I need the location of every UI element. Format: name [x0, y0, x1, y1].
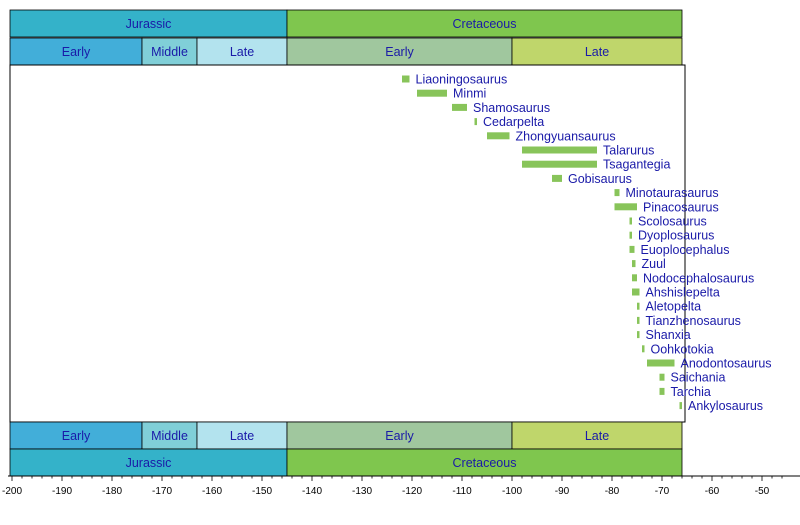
- range-bar-zhongyuansaurus: [487, 132, 510, 140]
- x-tick-label: -60: [705, 486, 720, 497]
- taxon-label-tarchia: Tarchia: [671, 385, 711, 399]
- range-bar-oohkotokia: [642, 345, 645, 353]
- epoch-top-middle-1-label: Middle: [151, 45, 188, 59]
- taxon-label-anodontosaurus: Anodontosaurus: [681, 357, 772, 371]
- range-bar-shamosaurus: [452, 103, 467, 111]
- range-bar-cedarpelta: [474, 118, 477, 126]
- x-tick-label: -170: [152, 486, 172, 497]
- epoch-bottom-early-3-label: Early: [385, 429, 414, 443]
- range-bar-tarchia: [659, 387, 665, 395]
- taxon-label-cedarpelta: Cedarpelta: [483, 115, 544, 129]
- taxon-label-liaoningosaurus: Liaoningosaurus: [416, 73, 508, 87]
- period-top-cretaceous-1-band: [286, 9, 683, 38]
- x-tick-label: -70: [655, 486, 670, 497]
- top-epoch-bands: Early Middle Late Early Late: [9, 37, 683, 66]
- period-bottom-cretaceous-1-band: [286, 448, 683, 477]
- taxon-label-ankylosaurus: Ankylosaurus: [688, 399, 763, 413]
- taxon-label-oohkotokia: Oohkotokia: [651, 342, 714, 356]
- range-bar-nodocephalosaurus: [632, 274, 637, 282]
- taxon-label-nodocephalosaurus: Nodocephalosaurus: [643, 271, 754, 285]
- x-tick-label: -180: [102, 486, 122, 497]
- x-tick-label: -150: [252, 486, 272, 497]
- taxon-label-euoplocephalus: Euoplocephalus: [641, 243, 730, 257]
- taxon-label-shamosaurus: Shamosaurus: [473, 101, 550, 115]
- range-bar-ankylosaurus: [679, 402, 682, 410]
- range-bar-minotaurasaurus: [614, 189, 620, 197]
- epoch-bottom-late-4-band: [511, 421, 683, 450]
- x-tick-label: -50: [755, 486, 770, 497]
- range-bar-tsagantegia: [522, 160, 597, 168]
- x-tick-label: -120: [402, 486, 422, 497]
- range-bar-minmi: [417, 89, 447, 97]
- x-tick-label: -100: [502, 486, 522, 497]
- x-tick-label: -200: [2, 486, 22, 497]
- taxa-bars: LiaoningosaurusMinmiShamosaurusCedarpelt…: [402, 73, 772, 413]
- epoch-top-late-2-label: Late: [230, 45, 254, 59]
- range-bar-scolosaurus: [629, 217, 632, 225]
- taxon-label-scolosaurus: Scolosaurus: [638, 215, 707, 229]
- period-top-jurassic-0-band: [9, 9, 288, 38]
- epoch-bottom-late-4-label: Late: [585, 429, 609, 443]
- top-period-bands: Jurassic Cretaceous: [9, 9, 683, 38]
- epoch-top-early-0-band: [9, 37, 143, 66]
- x-tick-label: -130: [352, 486, 372, 497]
- x-axis: -200 -190 -180 -170 -160 -150 -140 -130 -120 -110…: [2, 475, 800, 497]
- taxon-label-talarurus: Talarurus: [603, 144, 654, 158]
- period-bottom-jurassic-0-label: Jurassic: [126, 456, 172, 470]
- taxon-label-minmi: Minmi: [453, 87, 486, 101]
- range-bar-zuul: [632, 260, 636, 268]
- taxon-label-shanxia: Shanxia: [646, 328, 691, 342]
- epoch-bottom-early-0-label: Early: [62, 429, 91, 443]
- bottom-period-bands: Jurassic Cretaceous: [9, 448, 683, 477]
- x-tick-label: -90: [555, 486, 570, 497]
- range-bar-dyoplosaurus: [629, 231, 632, 239]
- epoch-bottom-middle-1-label: Middle: [151, 429, 188, 443]
- x-tick-label: -140: [302, 486, 322, 497]
- epoch-bottom-early-0-band: [9, 421, 143, 450]
- x-tick-label: -80: [605, 486, 620, 497]
- range-bar-ahshislepelta: [632, 288, 640, 296]
- bottom-epoch-bands: Early Middle Late Early Late: [9, 421, 683, 450]
- period-top-jurassic-0-label: Jurassic: [126, 17, 172, 31]
- epoch-top-early-3-band: [286, 37, 513, 66]
- plot-area-frame: [9, 64, 686, 423]
- range-bar-talarurus: [522, 146, 597, 154]
- period-top-cretaceous-1-label: Cretaceous: [453, 17, 517, 31]
- range-bar-gobisaurus: [552, 174, 562, 182]
- epoch-bottom-late-2-band: [196, 421, 288, 450]
- taxon-label-aletopelta: Aletopelta: [646, 300, 702, 314]
- range-bar-shanxia: [637, 331, 640, 339]
- x-tick-label: -160: [202, 486, 222, 497]
- taxon-label-gobisaurus: Gobisaurus: [568, 172, 632, 186]
- x-tick-label: -110: [452, 486, 472, 497]
- taxon-label-dyoplosaurus: Dyoplosaurus: [638, 229, 714, 243]
- range-bar-tianzhenosaurus: [637, 316, 640, 324]
- taxon-label-pinacosaurus: Pinacosaurus: [643, 200, 719, 214]
- taxon-label-zuul: Zuul: [642, 257, 666, 271]
- epoch-top-early-3-label: Early: [385, 45, 414, 59]
- taxon-label-ahshislepelta: Ahshislepelta: [646, 286, 720, 300]
- taxon-label-tsagantegia: Tsagantegia: [603, 158, 670, 172]
- epoch-top-late-4-label: Late: [585, 45, 609, 59]
- range-bar-pinacosaurus: [614, 203, 637, 211]
- taxon-label-zhongyuansaurus: Zhongyuansaurus: [516, 129, 616, 143]
- taxon-label-saichania: Saichania: [671, 371, 726, 385]
- epoch-top-early-0-label: Early: [62, 45, 91, 59]
- range-bar-liaoningosaurus: [402, 75, 410, 83]
- range-bar-anodontosaurus: [647, 359, 675, 367]
- period-bottom-cretaceous-1-label: Cretaceous: [453, 456, 517, 470]
- taxon-label-minotaurasaurus: Minotaurasaurus: [626, 186, 719, 200]
- taxon-label-tianzhenosaurus: Tianzhenosaurus: [646, 314, 741, 328]
- epoch-bottom-late-2-label: Late: [230, 429, 254, 443]
- range-bar-euoplocephalus: [629, 245, 635, 253]
- range-bar-saichania: [659, 373, 665, 381]
- x-tick-label: -190: [52, 486, 72, 497]
- range-bar-aletopelta: [637, 302, 640, 310]
